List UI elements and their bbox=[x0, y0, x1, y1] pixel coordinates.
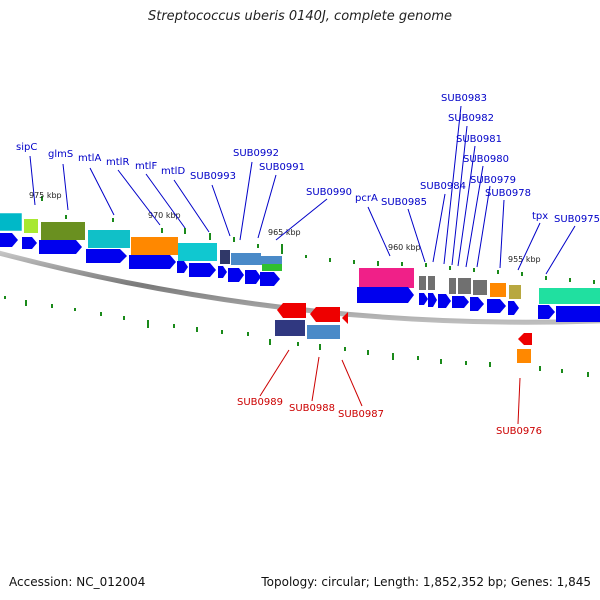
gene-label[interactable]: SUB0985 bbox=[381, 197, 427, 208]
feature-boxes-right bbox=[359, 268, 600, 304]
kbp-tick: 965 kbp bbox=[268, 228, 301, 237]
reverse-genes bbox=[275, 303, 532, 363]
gene-label[interactable]: mtlA bbox=[78, 153, 101, 164]
gene-label[interactable]: SUB0978 bbox=[485, 188, 531, 199]
gene-label-reverse[interactable]: SUB0987 bbox=[338, 409, 384, 420]
gene-label[interactable]: SUB0980 bbox=[463, 154, 509, 165]
forward-genes-right bbox=[357, 287, 600, 322]
forward-genes-left bbox=[0, 233, 280, 286]
gene-label[interactable]: SUB0981 bbox=[456, 134, 502, 145]
accession-label: Accession: NC_012004 bbox=[9, 575, 146, 589]
gc-ticks bbox=[4, 196, 595, 377]
gene-label[interactable]: glmS bbox=[48, 149, 73, 160]
gene-label[interactable]: mtlF bbox=[135, 161, 157, 172]
gene-label[interactable]: SUB0984 bbox=[420, 181, 466, 192]
gene-label[interactable]: SUB0990 bbox=[306, 187, 352, 198]
gene-label-reverse[interactable]: SUB0988 bbox=[289, 403, 335, 414]
gene-label[interactable]: SUB0983 bbox=[441, 93, 487, 104]
gene-label[interactable]: SUB0982 bbox=[448, 113, 494, 124]
gene-label[interactable]: SUB0979 bbox=[470, 175, 516, 186]
kbp-tick: 960 kbp bbox=[388, 243, 421, 252]
gene-label[interactable]: SUB0975 bbox=[554, 214, 600, 225]
gene-label[interactable]: tpx bbox=[532, 211, 548, 222]
kbp-tick: 975 kbp bbox=[29, 191, 62, 200]
kbp-ticks: 975 kbp 970 kbp 965 kbp 960 kbp 955 kbp bbox=[29, 191, 541, 264]
gene-label-reverse[interactable]: SUB0989 bbox=[237, 397, 283, 408]
genome-info: Topology: circular; Length: 1,852,352 bp… bbox=[261, 575, 591, 589]
kbp-tick: 955 kbp bbox=[508, 255, 541, 264]
gene-label[interactable]: SUB0991 bbox=[259, 162, 305, 173]
gene-label[interactable]: sipC bbox=[16, 142, 37, 153]
kbp-tick: 970 kbp bbox=[148, 211, 181, 220]
feature-boxes-left bbox=[0, 212, 282, 271]
gene-label-reverse[interactable]: SUB0976 bbox=[496, 426, 542, 437]
reverse-gene-labels: SUB0989 SUB0988 SUB0987 SUB0976 bbox=[237, 397, 542, 437]
label-leaders bbox=[29, 105, 576, 275]
label-leaders-reverse bbox=[259, 349, 521, 425]
gene-label[interactable]: mtlR bbox=[106, 157, 129, 168]
map-title: Streptococcus uberis 0140J, complete gen… bbox=[147, 9, 453, 24]
gene-label[interactable]: SUB0993 bbox=[190, 171, 236, 182]
forward-gene-labels: sipC glmS mtlA mtlR mtlF mtlD SUB0993 SU… bbox=[16, 93, 600, 225]
gene-label[interactable]: pcrA bbox=[355, 193, 378, 204]
gene-label[interactable]: mtlD bbox=[161, 166, 185, 177]
gene-label[interactable]: SUB0992 bbox=[233, 148, 279, 159]
